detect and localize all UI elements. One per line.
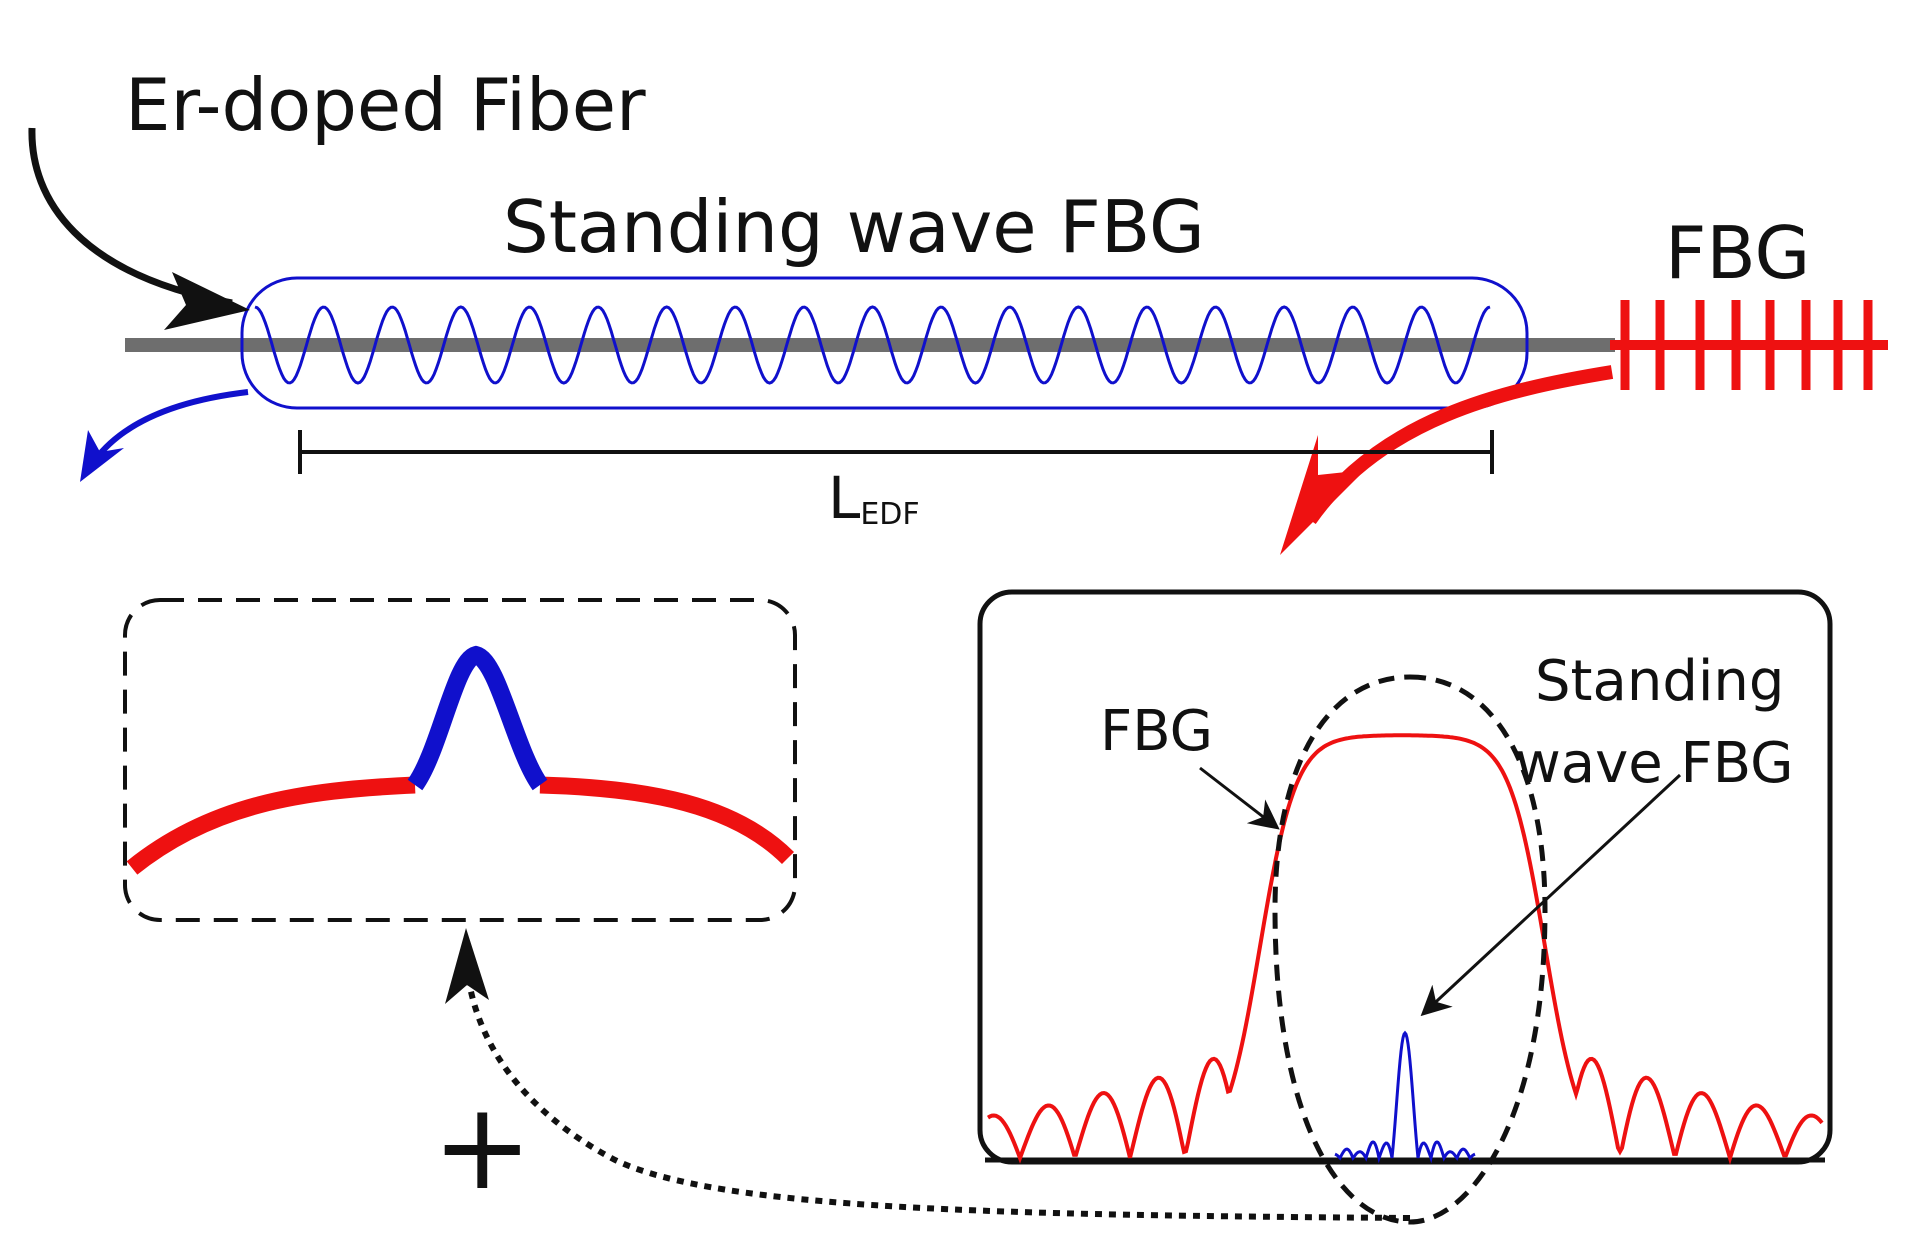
combine-dotted-arrow [464,967,1411,1221]
er-doped-fiber-label: Er-doped Fiber [125,63,646,147]
standing-wave-sine [254,305,1491,385]
length-edf-label: LEDF [828,464,920,532]
inset-standing-wave-label-line1: Standing [1535,649,1784,714]
blue-output-arrow [92,389,249,462]
fbg-spectrum-curve [986,733,1824,1165]
fbg-grating-ticks [1620,300,1873,390]
length-edf-subscript: EDF [860,497,919,532]
er-fiber-pointer-arrow [28,127,233,307]
red-reflection-arrow [1304,365,1614,525]
standing-wave-spectrum-curve [1334,1030,1476,1164]
inset-standing-wave-pointer [1420,773,1682,1017]
central-lobe-highlight [1272,674,1548,1225]
standing-wave-enclosure [240,276,1529,410]
inset-fbg-pointer [1199,766,1280,830]
combined-spectrum-right-red [539,776,795,865]
standing-wave-fbg-label: Standing wave FBG [503,185,1205,269]
combined-spectrum-inset [123,598,797,922]
combine-dotted-arrowhead [445,928,489,1004]
inset-fbg-label: FBG [1100,699,1213,764]
red-reflection-arrowhead [1280,435,1365,555]
inset-standing-wave-label-line2: wave FBG [1515,731,1794,796]
plus-sign: + [432,1078,533,1217]
fbg-label: FBG [1665,211,1810,295]
combined-spectrum-blue-peak [407,645,548,791]
combined-spectrum-left-red [126,776,416,875]
blue-output-arrowhead [80,430,124,482]
er-fiber-arrowhead [164,272,250,330]
